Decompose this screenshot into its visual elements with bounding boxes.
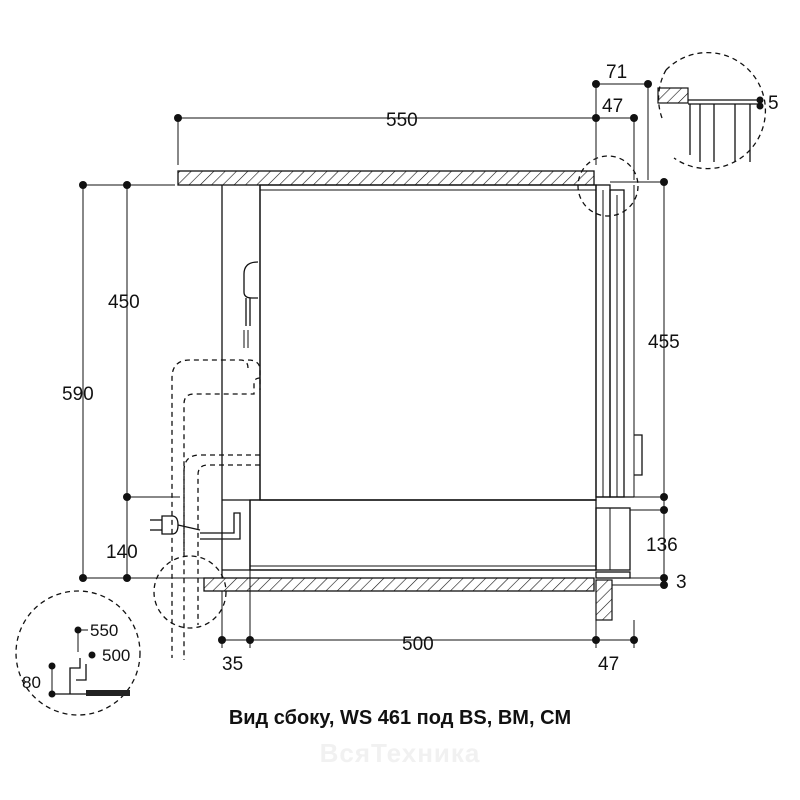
- detail-dim-80: 80: [22, 673, 41, 692]
- detail-dim-550: 550: [90, 621, 118, 640]
- warming-drawer: [249, 499, 597, 571]
- dim-590: 590: [62, 384, 94, 405]
- bottom-shelf-slab: [203, 577, 595, 592]
- detail-circle-top: 5: [657, 51, 779, 170]
- dim-500-bottom: 500: [402, 634, 434, 655]
- drawer-bracket: [200, 512, 241, 540]
- watermark: ВсяТехника: [319, 738, 481, 768]
- dim-47-top: 47: [602, 96, 623, 117]
- detail-dim-500: 500: [102, 646, 130, 665]
- plug-icon: [150, 515, 201, 535]
- handle-clip: [634, 434, 643, 476]
- dim-47-bottom: 47: [598, 654, 619, 675]
- dim-35: 35: [222, 654, 243, 675]
- dim-140: 140: [106, 542, 138, 563]
- dim-550-top: 550: [386, 110, 418, 131]
- dim-5: 5: [768, 93, 779, 114]
- dim-455: 455: [648, 332, 680, 353]
- dim-136: 136: [646, 535, 678, 556]
- worktop-slab: [177, 170, 595, 186]
- detail-circle-bottom: 550 500 80: [15, 590, 141, 716]
- dim-71: 71: [606, 62, 627, 83]
- dim-3: 3: [676, 572, 687, 593]
- plinth-hatch: [595, 579, 613, 621]
- drawer-front: [595, 507, 631, 571]
- hook-icon: [243, 261, 259, 299]
- caption: Вид сбоку, WS 461 под BS, BM, CM: [228, 707, 572, 729]
- dim-450: 450: [108, 292, 140, 313]
- appliance-body: [259, 184, 597, 501]
